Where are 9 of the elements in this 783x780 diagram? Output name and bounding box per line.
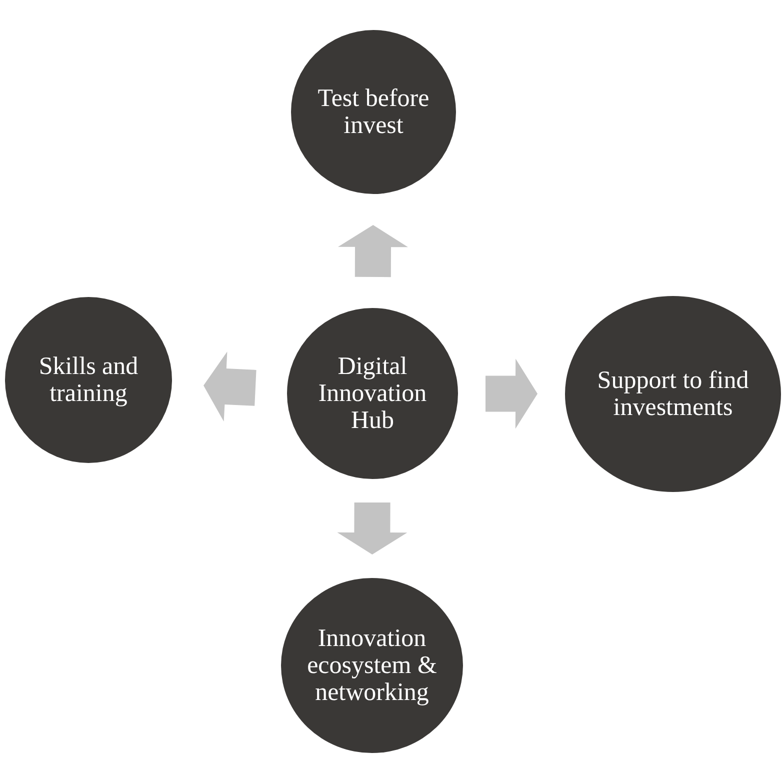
- node-label: Innovation ecosystem & networking: [306, 625, 438, 706]
- block-arrow: [204, 352, 256, 422]
- node-label: Skills and training: [38, 353, 140, 407]
- block-arrow: [337, 502, 408, 554]
- node-label: Test before invest: [316, 85, 430, 139]
- block-arrow: [338, 225, 408, 278]
- node-label: Support to find investments: [596, 367, 750, 421]
- block-arrow: [486, 358, 538, 429]
- node-label: Digital Innovation Hub: [317, 353, 428, 434]
